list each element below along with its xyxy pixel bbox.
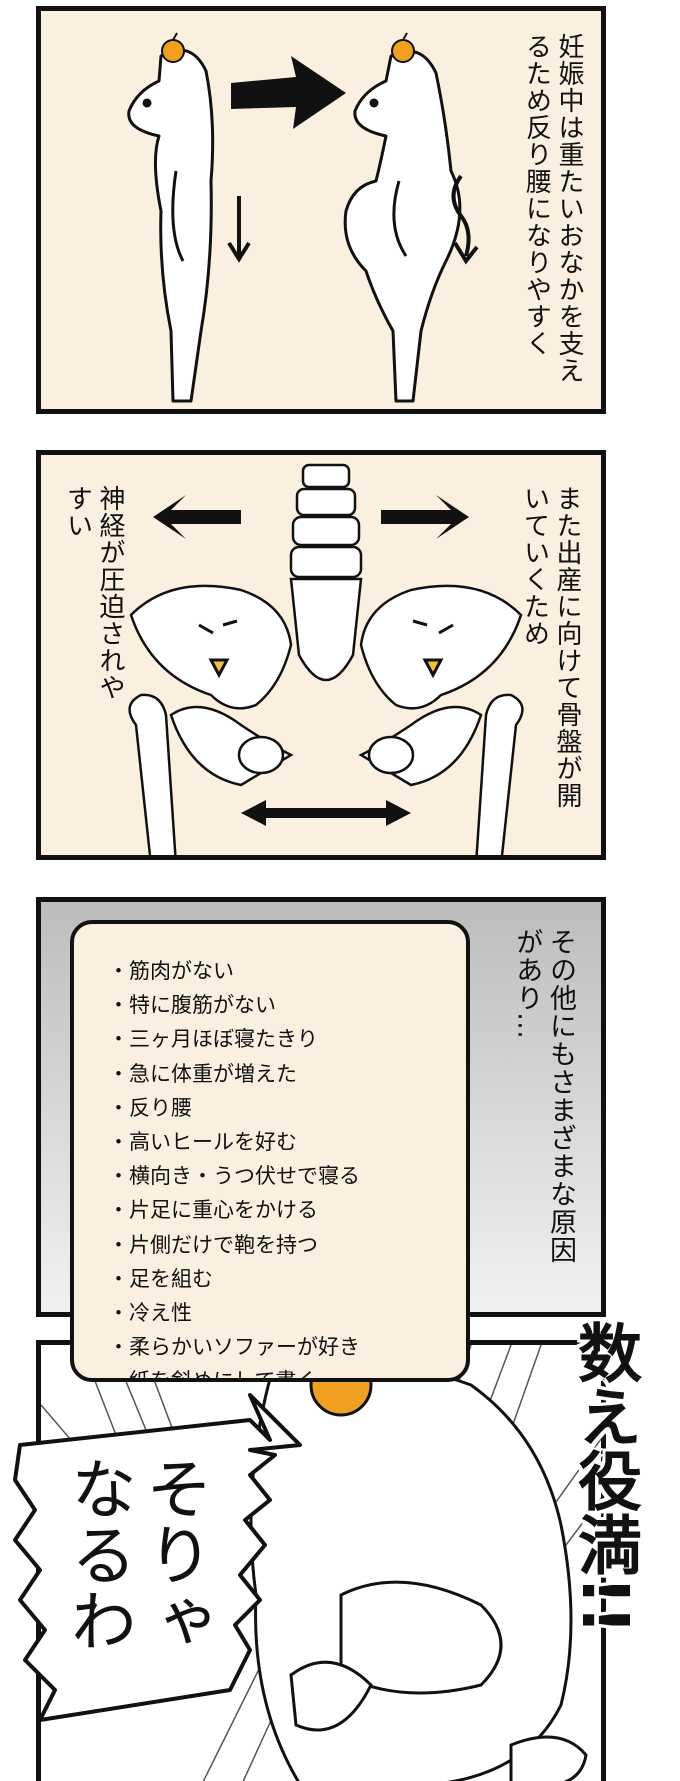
list-item: 片側だけで鞄を持つ <box>108 1228 448 1262</box>
right-hip-bone <box>358 584 523 787</box>
arrow-left <box>153 495 241 539</box>
caption-3: その他にもさまざまな原因があり… <box>511 928 576 1264</box>
caption-2-left: 神経が圧迫されやすい <box>62 485 126 701</box>
down-arrow-1 <box>227 196 251 263</box>
arrow-horizontal-double <box>241 800 411 826</box>
list-item: 高いヒールを好む <box>108 1125 448 1159</box>
pelvis-illustration <box>128 463 524 855</box>
causes-list: 筋肉がない 特に腹筋がない 三ヶ月ほぼ寝たきり 急に体重が増えた 反り腰 高いヒ… <box>108 954 448 1378</box>
panel-1: 妊娠中は重たいおなかを支えるため反り腰になりやすく <box>36 6 606 414</box>
character-shocked <box>249 1360 573 1781</box>
list-item: 足を組む <box>108 1262 448 1296</box>
list-item: 片足に重心をかける <box>108 1193 448 1227</box>
panel-2: また出産に向けて骨盤が開いていくため 神経が圧迫されやすい <box>36 450 606 860</box>
list-item: 横向き・うつ伏せで寝る <box>108 1159 448 1193</box>
shout-text: 数え役満!! <box>567 1320 641 1635</box>
orange-on-head-1 <box>161 32 185 63</box>
character-pregnant <box>343 49 462 403</box>
causes-list-bubble: 筋肉がない 特に腹筋がない 三ヶ月ほぼ寝たきり 急に体重が増えた 反り腰 高いヒ… <box>70 920 470 1382</box>
paw <box>509 1735 588 1781</box>
femurs <box>128 693 524 855</box>
bone-face-left <box>198 619 238 679</box>
caption-2-right: また出産に向けて骨盤が開いていくため <box>519 485 583 809</box>
caption-1: 妊娠中は重たいおなかを支えるため反り腰になりやすく <box>521 33 585 384</box>
list-item: 柔らかいソファーが好き <box>108 1330 448 1364</box>
curved-arrow <box>451 174 479 265</box>
arrow-right <box>381 495 469 539</box>
character-standing <box>127 48 215 403</box>
list-item: 急に体重が増えた <box>108 1057 448 1091</box>
list-item: 特に腹筋がない <box>108 988 448 1022</box>
posture-illustration <box>127 32 479 403</box>
list-item: 紙を斜めにして書く <box>108 1364 448 1378</box>
speech-text: そりゃなるわ <box>59 1455 213 1653</box>
bone-face-right <box>412 619 454 679</box>
list-item: 筋肉がない <box>108 954 448 988</box>
spine <box>289 463 363 682</box>
orange-on-head-2 <box>391 32 415 63</box>
left-hip-bone <box>129 584 294 787</box>
list-item: 冷え性 <box>108 1296 448 1330</box>
right-arrow <box>231 56 346 129</box>
list-item: 三ヶ月ほぼ寝たきり <box>108 1022 448 1056</box>
list-item: 反り腰 <box>108 1091 448 1125</box>
